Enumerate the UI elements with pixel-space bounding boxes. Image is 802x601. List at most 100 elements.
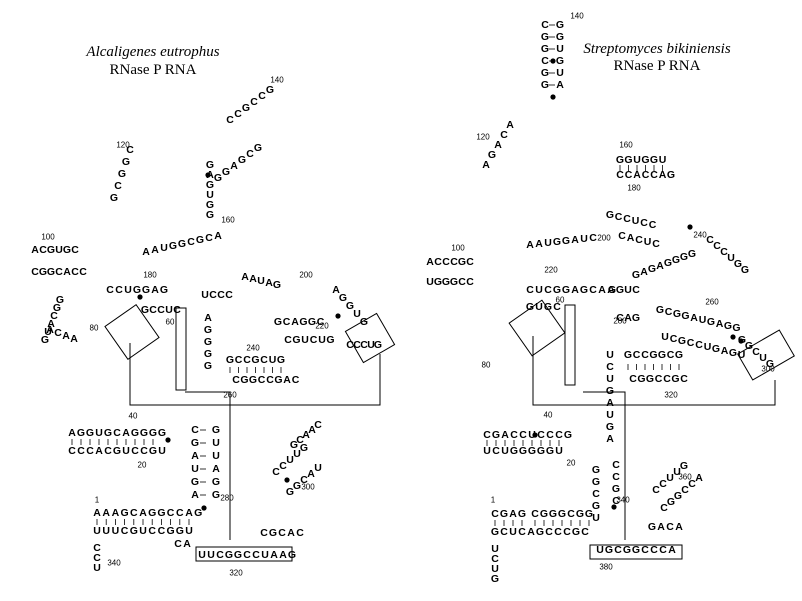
position-number: 240 <box>246 344 260 353</box>
nucleotide: C <box>500 129 508 141</box>
nucleotide: G <box>326 334 334 346</box>
gu-pair-dot <box>611 504 617 510</box>
nucleotide: C <box>232 374 240 386</box>
nucleotide: G <box>290 439 298 451</box>
nucleotide: U <box>201 289 209 301</box>
nucleotide: C <box>93 552 101 564</box>
nucleotide: U <box>632 215 640 227</box>
nucleotide: U <box>206 189 214 201</box>
nucleotide: C <box>292 374 300 386</box>
nucleotide: A <box>624 312 632 324</box>
nucleotide: A <box>527 526 535 538</box>
nucleotide: U <box>666 472 674 484</box>
nucleotide: C <box>246 148 254 160</box>
nucleotide: U <box>102 525 110 537</box>
nucleotide: G <box>300 442 308 454</box>
nucleotide: C <box>615 211 623 223</box>
nucleotide: G <box>632 312 640 324</box>
nucleotide: U <box>212 450 220 462</box>
nucleotide: G <box>458 256 466 268</box>
nucleotide: G <box>157 507 165 519</box>
nucleotide: C <box>300 474 308 486</box>
position-number: 220 <box>544 266 558 275</box>
nucleotide: C <box>640 217 648 229</box>
nucleotide: U <box>606 409 614 421</box>
nucleotide: G <box>536 526 544 538</box>
nucleotide: C <box>545 526 553 538</box>
nucleotide: C <box>625 169 633 181</box>
nucleotide: C <box>680 373 688 385</box>
nucleotide: G <box>178 238 186 250</box>
nucleotide: A <box>716 318 724 330</box>
nucleotide: U <box>644 236 652 248</box>
position-number: 160 <box>619 141 633 150</box>
nucleotide: C <box>614 544 622 556</box>
nucleotide: C <box>483 429 491 441</box>
left-boxed-region-3 <box>344 312 396 364</box>
nucleotide: A <box>659 169 667 181</box>
nucleotide: G <box>191 437 199 449</box>
position-number: 20 <box>138 461 147 470</box>
nucleotide: G <box>104 427 112 439</box>
nucleotide: C <box>216 549 224 561</box>
nucleotide: A <box>627 232 635 244</box>
nucleotide: C <box>466 256 474 268</box>
nucleotide: G <box>206 209 214 221</box>
nucleotide: C <box>589 284 597 296</box>
nucleotide: G <box>641 154 649 166</box>
gu-pair-dot <box>687 224 693 230</box>
nucleotide: U <box>633 154 641 166</box>
nucleotide: U <box>165 304 173 316</box>
nucleotide: G <box>624 154 632 166</box>
nucleotide: C <box>243 354 251 366</box>
nucleotide: A <box>283 374 291 386</box>
nucleotide: G <box>675 349 683 361</box>
nucleotide: A <box>606 433 614 445</box>
right-boxed-region-1 <box>508 299 566 357</box>
nucleotide: U <box>606 373 614 385</box>
nucleotide: G <box>729 347 737 359</box>
nucleotide: C <box>148 525 156 537</box>
nucleotide: C <box>665 306 673 318</box>
nucleotide: A <box>230 160 238 172</box>
nucleotide: G <box>528 445 536 457</box>
nucleotide: C <box>642 169 650 181</box>
nucleotide: C <box>650 544 658 556</box>
nucleotide: G <box>204 348 212 360</box>
nucleotide: C <box>681 484 689 496</box>
nucleotide: A <box>185 507 193 519</box>
nucleotide: G <box>672 254 680 266</box>
nucleotide: U <box>353 308 361 320</box>
nucleotide: G <box>273 279 281 291</box>
nucleotide: G <box>707 316 715 328</box>
nucleotide: G <box>605 544 613 556</box>
nucleotide: G <box>158 427 166 439</box>
nucleotide: C <box>633 349 641 361</box>
nucleotide: C <box>260 527 268 539</box>
nucleotide: G <box>606 209 614 221</box>
nucleotide: C <box>652 484 660 496</box>
nucleotide: G <box>553 236 561 248</box>
nucleotide: A <box>509 508 517 520</box>
nucleotide: C <box>31 266 39 278</box>
nucleotide: C <box>296 434 304 446</box>
nucleotide: A <box>668 544 676 556</box>
nucleotide: A <box>607 284 615 296</box>
nucleotide: U <box>596 544 604 556</box>
nucleotide: G <box>537 445 545 457</box>
nucleotide: G <box>274 374 282 386</box>
nucleotide: A <box>112 507 120 519</box>
position-number: 300 <box>761 365 775 374</box>
nucleotide: A <box>494 139 502 151</box>
nucleotide: G <box>580 284 588 296</box>
nucleotide: G <box>549 508 557 520</box>
nucleotide: C <box>650 169 658 181</box>
nucleotide: A <box>571 284 579 296</box>
nucleotide: G <box>113 445 121 457</box>
nucleotide: C <box>641 349 649 361</box>
nucleotide: A <box>151 244 159 256</box>
nucleotide: G <box>658 349 666 361</box>
